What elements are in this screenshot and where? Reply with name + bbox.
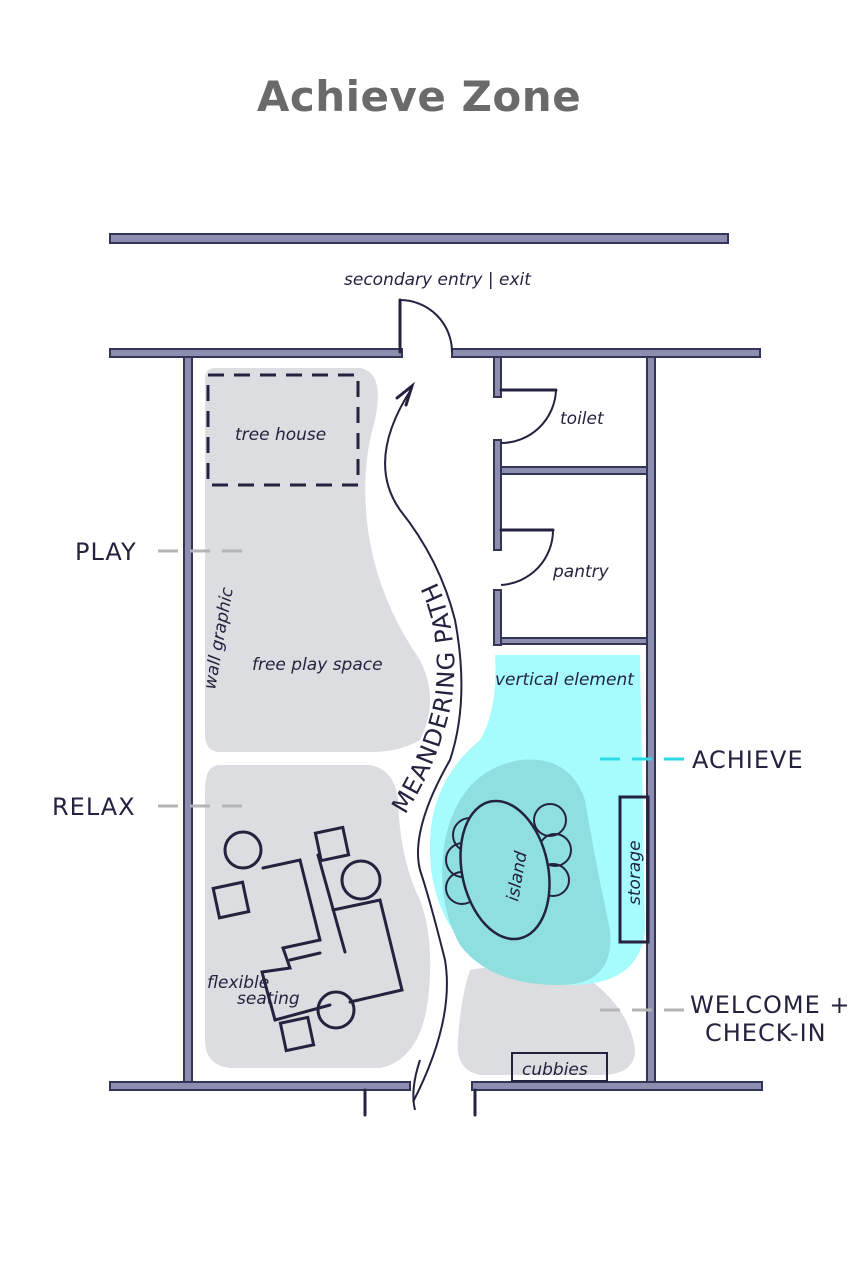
- storage: [618, 795, 650, 944]
- pantry-label: pantry: [552, 562, 610, 582]
- secondary-entry-label: secondary entry | exit: [344, 270, 532, 290]
- wall-inner: [493, 356, 502, 398]
- wall-pantry: [500, 637, 648, 645]
- relax-zone: [205, 765, 431, 1068]
- storage-label: storage: [625, 840, 645, 905]
- path-bottom: [412, 1059, 421, 1111]
- wall-bottom-left: [109, 1081, 411, 1091]
- door-swing-icon: [500, 529, 555, 586]
- vertical-element-label: vertical element: [495, 670, 635, 690]
- page-title: Achieve Zone: [256, 72, 582, 121]
- zone-achieve: ACHIEVE: [692, 746, 804, 774]
- door-swing-icon: [399, 299, 453, 353]
- wall-bottom-right: [471, 1081, 763, 1091]
- wall-inner-3: [493, 589, 502, 646]
- cubbies-label: cubbies: [522, 1060, 588, 1080]
- free-play-label: free play space: [252, 655, 383, 675]
- wall-top: [109, 233, 729, 244]
- flexible-label: flexible: [207, 973, 269, 993]
- cubbies: [511, 1052, 608, 1082]
- tree-house-label: tree house: [235, 425, 326, 445]
- wall-left: [183, 356, 193, 1086]
- wall-upper-right: [451, 348, 761, 358]
- island-table: [445, 799, 572, 941]
- zone-play: PLAY: [75, 538, 137, 566]
- wall-toilet: [500, 466, 648, 475]
- welcome-zone: [457, 966, 635, 1075]
- seating-label: seating: [237, 989, 300, 1009]
- wall-upper-left: [109, 348, 403, 358]
- wall-right: [646, 356, 656, 1086]
- zone-welcome: WELCOME +: [690, 991, 851, 1019]
- zone-relax: RELAX: [52, 793, 136, 821]
- play-zone: [205, 368, 430, 752]
- wall-inner-2: [493, 439, 502, 551]
- zone-check-in: CHECK-IN: [705, 1019, 827, 1047]
- flexible-seating: [211, 825, 404, 1053]
- arrow-icon: [395, 381, 415, 407]
- toilet-label: toilet: [560, 409, 605, 429]
- meandering-path: [384, 387, 463, 1103]
- door-swing-icon: [500, 389, 557, 444]
